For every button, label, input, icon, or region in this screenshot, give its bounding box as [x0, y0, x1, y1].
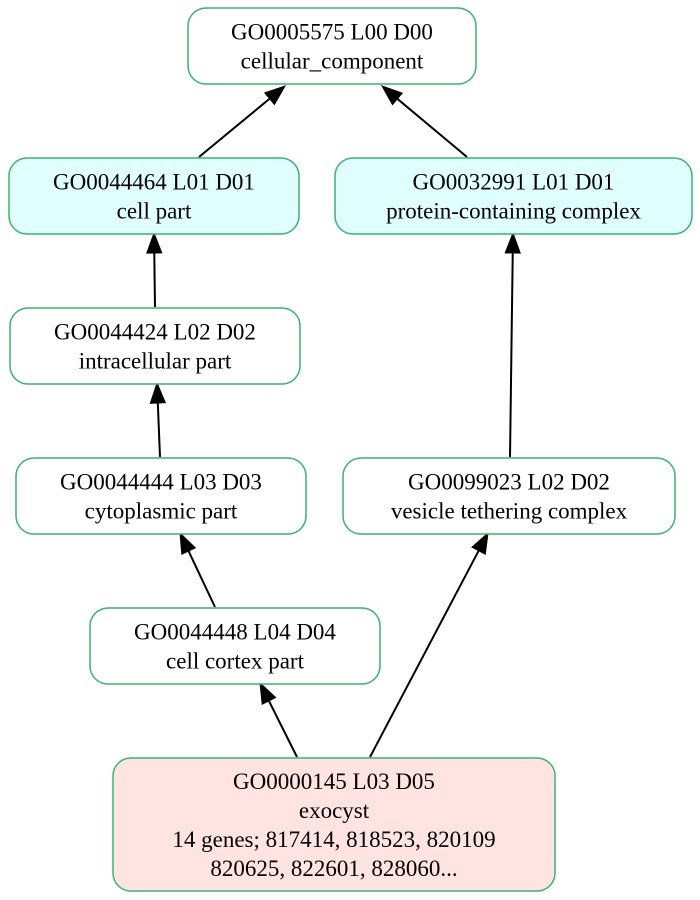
go-term-node-n44448: GO0044448 L04 D04 cell cortex part [89, 607, 381, 685]
edge-line [369, 550, 480, 758]
edge-n32991-to-n5575 [380, 85, 468, 158]
node-id-label: GO0044448 L04 D04 [134, 620, 336, 645]
node-id-label: GO0032991 L01 D01 [413, 170, 615, 195]
node-term-label: protein-containing complex [386, 199, 641, 224]
edge-line [187, 550, 216, 608]
go-term-node-n5575: GO0005575 L00 D00 cellular_component [187, 7, 477, 85]
edge-line [509, 252, 514, 458]
node-genes-label: 14 genes; 817414, 818523, 820109 [172, 827, 495, 852]
node-term-label: cell part [117, 199, 192, 224]
arrowhead-icon [471, 531, 489, 555]
go-term-node-n44444: GO0044444 L03 D03 cytoplasmic part [15, 457, 307, 535]
edge-n99023-to-n32991 [504, 231, 521, 458]
node-box [334, 157, 693, 235]
arrowhead-icon [179, 531, 197, 556]
arrowhead-icon [263, 85, 287, 106]
node-id-label: GO0044464 L01 D01 [53, 170, 255, 195]
node-box [112, 757, 556, 892]
edge-n145-to-n44448 [259, 681, 298, 758]
go-term-node-n44464: GO0044464 L01 D01 cell part [8, 157, 300, 235]
edge-line [198, 97, 271, 158]
go-term-node-n44424: GO0044424 L02 D02 intracellular part [9, 307, 301, 385]
node-id-label: GO0099023 L02 D02 [408, 470, 610, 495]
edge-line [396, 98, 468, 158]
arrowhead-icon [149, 381, 167, 404]
node-box [9, 307, 301, 385]
go-term-node-n32991: GO0032991 L01 D01 protein-containing comp… [334, 157, 693, 235]
node-term-label: vesicle tethering complex [391, 499, 628, 524]
go-term-node-n145: GO0000145 L03 D05 exocyst 14 genes; 817414… [112, 757, 556, 892]
node-term-label: exocyst [299, 798, 370, 823]
node-id-label: GO0005575 L00 D00 [231, 20, 433, 45]
arrowhead-icon [146, 231, 163, 254]
edge-n44424-to-n44464 [146, 231, 163, 308]
edge-n145-to-n99023 [369, 531, 489, 758]
node-box [15, 457, 307, 535]
node-term-label: cellular_component [241, 49, 424, 74]
edge-n44464-to-n5575 [198, 85, 287, 158]
edge-n44448-to-n44444 [179, 531, 216, 608]
node-term-label: cytoplasmic part [85, 499, 238, 524]
node-box [187, 7, 477, 85]
node-id-label: GO0044424 L02 D02 [54, 320, 256, 345]
node-term-label: cell cortex part [166, 649, 305, 674]
arrowhead-icon [504, 231, 521, 254]
nodes-layer: GO0005575 L00 D00 cellular_componentGO004… [8, 7, 693, 892]
node-box [89, 607, 381, 685]
node-genes-label: 820625, 822601, 828060... [210, 856, 457, 881]
edge-line [268, 700, 298, 758]
edge-n44444-to-n44424 [149, 381, 167, 458]
edge-line [153, 252, 156, 308]
edges-layer [146, 85, 521, 758]
arrowhead-icon [380, 85, 404, 106]
go-term-node-n99023: GO0099023 L02 D02 vesicle tethering compl… [342, 457, 676, 535]
node-id-label: GO0000145 L03 D05 [233, 769, 435, 794]
edge-line [156, 402, 161, 458]
node-box [8, 157, 300, 235]
node-term-label: intracellular part [79, 349, 232, 374]
node-box [342, 457, 676, 535]
arrowhead-icon [259, 681, 277, 705]
node-id-label: GO0044444 L03 D03 [60, 470, 262, 495]
